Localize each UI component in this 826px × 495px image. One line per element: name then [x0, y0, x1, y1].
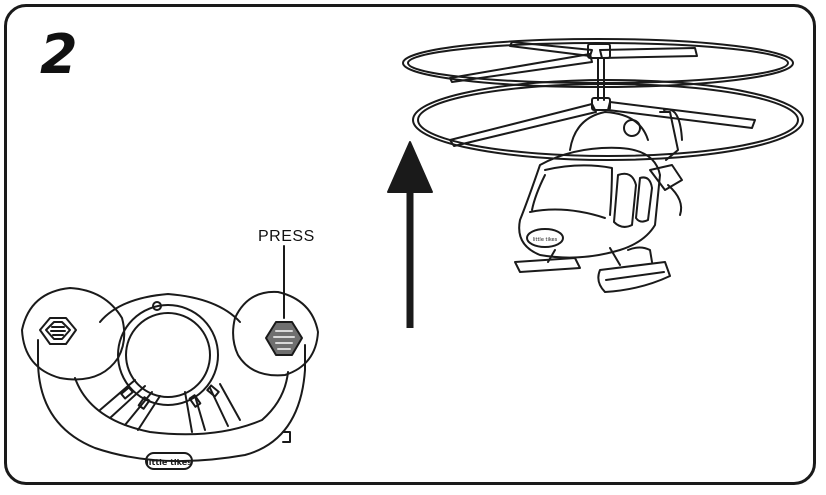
up-arrow-icon	[387, 141, 433, 328]
remote-controller-icon	[21, 287, 319, 470]
helicopter-logo: little tikes	[533, 237, 558, 243]
press-callout-label: PRESS	[258, 228, 315, 245]
step-number: 2	[40, 23, 78, 86]
helicopter-icon	[402, 38, 804, 293]
controller-logo: little tikes	[146, 458, 192, 467]
pressed-button-icon	[265, 321, 303, 356]
